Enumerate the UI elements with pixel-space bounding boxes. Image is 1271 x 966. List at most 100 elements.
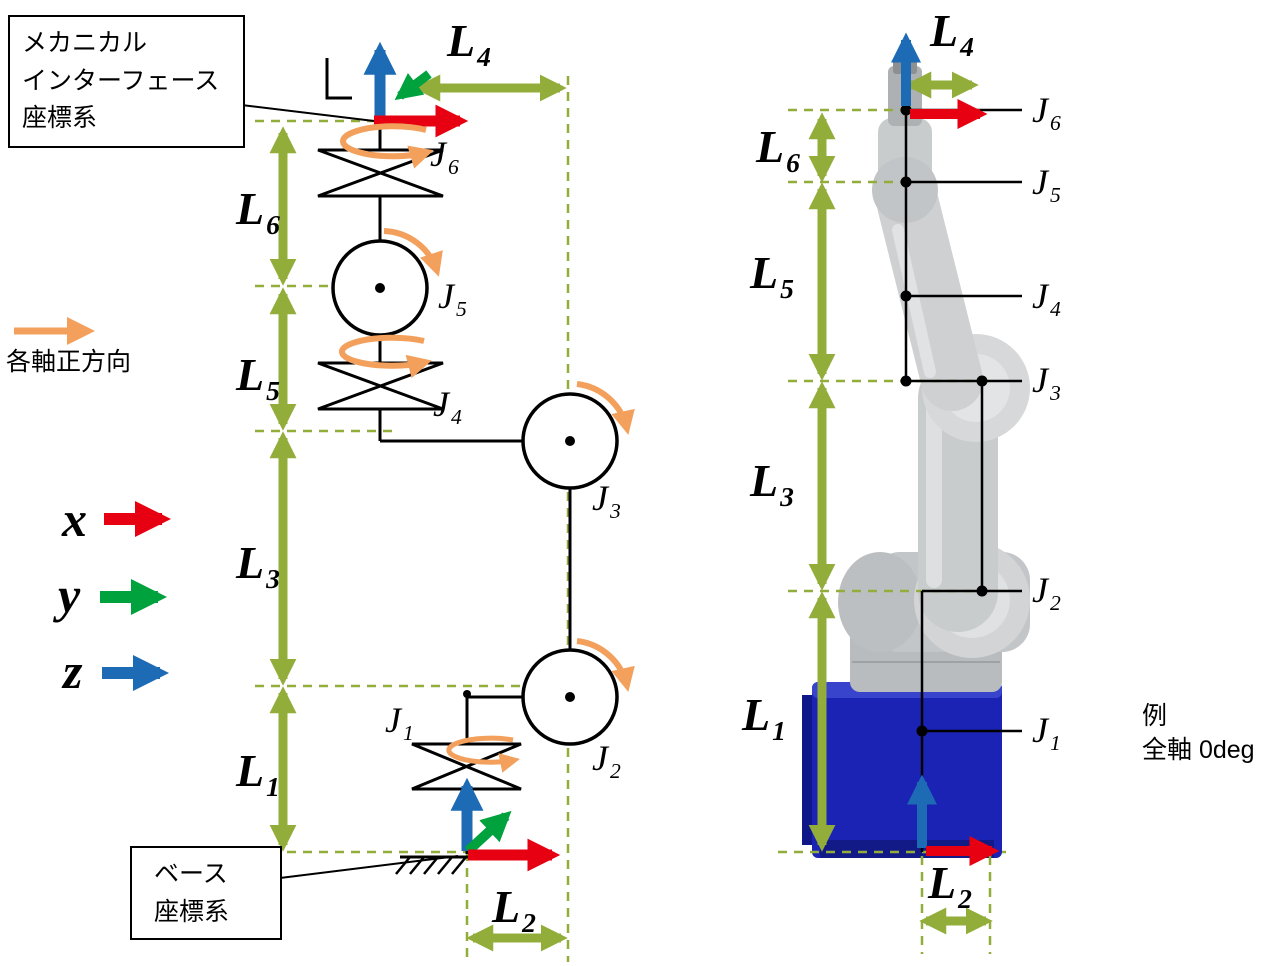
label-sub: 5 xyxy=(266,375,280,407)
label-main: J xyxy=(1032,710,1048,750)
label-main: L xyxy=(750,247,779,298)
joint-points xyxy=(900,104,988,737)
label-sub: 4 xyxy=(450,405,462,430)
label-main: J xyxy=(592,738,608,778)
label-main: L xyxy=(447,15,476,66)
example-note-line: 例 xyxy=(1142,702,1168,730)
label-sub: 5 xyxy=(780,273,794,305)
label-L3-right: L3 xyxy=(750,455,794,511)
base-callout-pointer xyxy=(279,855,459,879)
robot-forearm xyxy=(877,173,983,411)
flange-corner-mark xyxy=(325,58,352,100)
rotation-arrow-j3 xyxy=(576,381,635,435)
label-main: J xyxy=(1032,360,1048,400)
label-main: L xyxy=(930,5,959,56)
label-sub: 1 xyxy=(772,715,786,747)
callout-line: メカニカル xyxy=(22,29,148,57)
rotation-arrow-j5 xyxy=(383,228,443,277)
label-sub: 2 xyxy=(958,883,972,915)
label-L1-right: L1 xyxy=(742,689,786,745)
label-L5-left: L5 xyxy=(236,349,280,405)
label-L6-right: L6 xyxy=(756,124,800,177)
base-frame-y-arrow xyxy=(464,810,512,855)
label-sub: 1 xyxy=(402,721,414,746)
label-main: L xyxy=(236,183,265,234)
label-J5-right: J5 xyxy=(1032,162,1061,206)
legend-z-letter: z xyxy=(63,643,83,699)
rotation-arrow-j6 xyxy=(340,123,434,169)
label-J1-right: J1 xyxy=(1032,710,1061,754)
label-L6-left: L6 xyxy=(236,183,280,239)
mechanical-interface-callout: メカニカル インターフェース 座標系 xyxy=(8,15,245,148)
joint-j1-symbol xyxy=(411,742,522,791)
mech-frame-y-arrow xyxy=(394,70,432,101)
label-main: L xyxy=(742,689,771,740)
label-L4-left: L4 xyxy=(447,15,491,71)
label-sub: 2 xyxy=(522,907,536,939)
legend-x-letter: x xyxy=(62,491,87,547)
legend-y-letter: y xyxy=(58,567,81,623)
label-J2-right: J2 xyxy=(1032,570,1061,614)
label-sub: 6 xyxy=(1049,111,1061,136)
label-J3-right: J3 xyxy=(1032,360,1061,404)
label-J6-left: J6 xyxy=(430,134,459,178)
label-L3-left: L3 xyxy=(236,540,280,593)
example-note-line: 全軸 0deg xyxy=(1142,735,1255,764)
label-sub: 4 xyxy=(477,41,491,73)
joint-j4-symbol xyxy=(317,361,444,411)
label-sub: 3 xyxy=(780,481,794,513)
label-J1-left: J1 xyxy=(385,700,414,744)
label-main: J xyxy=(433,384,449,424)
label-sub: 6 xyxy=(447,155,459,180)
mech-callout-pointer xyxy=(232,103,375,122)
label-J4-left: J4 xyxy=(433,384,462,428)
label-sub: 5 xyxy=(455,297,467,322)
label-main: L xyxy=(492,881,521,932)
robot-base xyxy=(812,682,1002,858)
length-arrows xyxy=(269,71,993,952)
ground-hatch xyxy=(395,855,474,875)
callout-line: インターフェース xyxy=(22,66,220,95)
label-sub: 1 xyxy=(266,771,280,803)
label-main: J xyxy=(1032,90,1048,130)
label-main: J xyxy=(1032,570,1048,610)
rotation-arrows xyxy=(14,123,635,773)
label-sub: 3 xyxy=(609,499,621,524)
label-sub: 6 xyxy=(266,209,280,241)
label-sub: 6 xyxy=(786,147,800,179)
robot-illustration xyxy=(802,58,1030,858)
label-sub: 3 xyxy=(1049,381,1061,406)
label-main: J xyxy=(430,134,446,174)
label-sub: 4 xyxy=(1049,297,1061,322)
label-main: L xyxy=(928,857,957,908)
label-main: L xyxy=(236,349,265,400)
label-sub: 3 xyxy=(266,563,280,595)
label-L5-right: L5 xyxy=(750,247,794,303)
label-main: J xyxy=(385,700,401,740)
rotation-arrow-j4 xyxy=(338,334,432,379)
label-main: L xyxy=(750,455,779,506)
label-main: J xyxy=(1032,162,1048,202)
label-L2-left: L2 xyxy=(492,881,536,937)
label-sub: 4 xyxy=(960,31,974,63)
coordinate-frames xyxy=(100,32,1000,872)
label-main: L xyxy=(236,745,265,796)
callout-line: 座標系 xyxy=(22,104,98,132)
label-J4-right: J4 xyxy=(1032,276,1061,320)
robot-shoulder-left xyxy=(838,552,922,652)
label-main: J xyxy=(438,276,454,316)
rotation-legend-label: 各軸正方向 xyxy=(6,348,132,376)
callout-line: 座標系 xyxy=(154,897,230,926)
label-main: J xyxy=(1032,276,1048,316)
label-sub: 2 xyxy=(609,759,621,784)
example-note: 例 全軸 0deg xyxy=(1142,700,1255,768)
label-main: J xyxy=(592,478,608,518)
label-L2-right: L2 xyxy=(928,857,972,913)
left-schematic xyxy=(232,58,619,879)
label-sub: 5 xyxy=(1049,183,1061,208)
rotation-arrow-j1 xyxy=(446,735,520,773)
label-sub: 1 xyxy=(1049,731,1061,756)
label-J3-left: J3 xyxy=(592,478,621,522)
